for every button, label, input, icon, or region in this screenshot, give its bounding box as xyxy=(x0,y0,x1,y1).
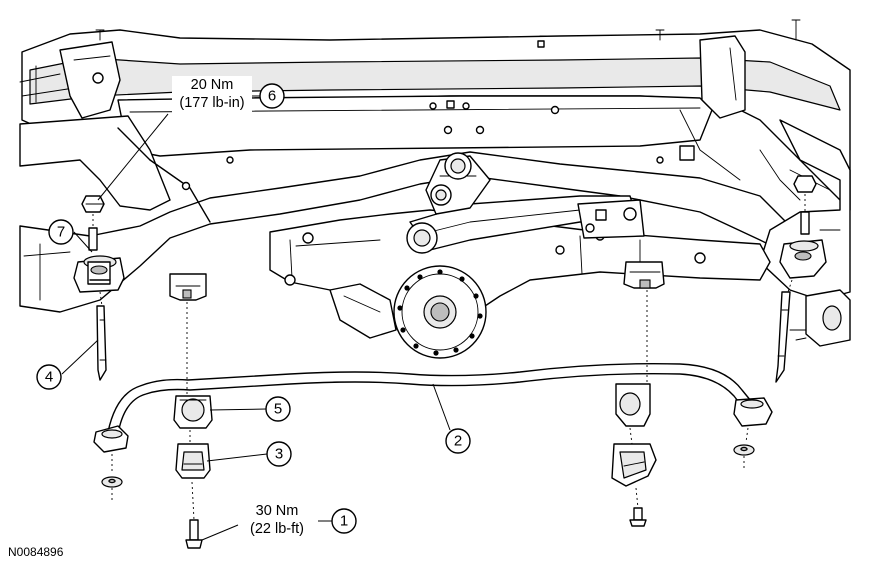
callout-4: 4 xyxy=(36,364,62,390)
stabilizer-bushing-left xyxy=(169,273,213,549)
stabilizer-link-left xyxy=(73,195,129,500)
figure-id: N0084896 xyxy=(8,545,64,559)
callout-1: 1 xyxy=(331,508,357,534)
upper-control-arm xyxy=(406,152,645,254)
callout-5: 5 xyxy=(265,396,291,422)
right-side-hardware xyxy=(759,149,851,347)
torque-metric: 30 Nm xyxy=(256,503,299,519)
callout-7: 7 xyxy=(48,219,74,245)
torque-imperial: (177 lb-in) xyxy=(179,95,244,111)
callout-6: 6 xyxy=(259,83,285,109)
callout-2: 2 xyxy=(445,428,471,454)
torque-metric: 20 Nm xyxy=(191,77,234,93)
callout-number: 2 xyxy=(454,433,462,450)
callout-number: 6 xyxy=(268,88,276,105)
callout-3: 3 xyxy=(266,441,292,467)
callout-number: 4 xyxy=(45,369,53,386)
callout-leaders xyxy=(61,95,451,541)
torque-label-1: 30 Nm (22 lb-ft) xyxy=(250,503,304,537)
torque-label-6: 20 Nm (177 lb-in) xyxy=(172,76,252,116)
stabilizer-bushing-right xyxy=(611,261,665,527)
callout-number: 5 xyxy=(274,401,282,418)
stabilizer-bar xyxy=(107,362,761,435)
callout-number: 3 xyxy=(275,446,283,463)
rear-axle-housing xyxy=(269,209,771,359)
callout-number: 7 xyxy=(57,224,65,241)
stabilizer-link-right xyxy=(733,175,827,468)
callout-number: 1 xyxy=(340,513,348,530)
torque-imperial: (22 lb-ft) xyxy=(250,521,304,537)
